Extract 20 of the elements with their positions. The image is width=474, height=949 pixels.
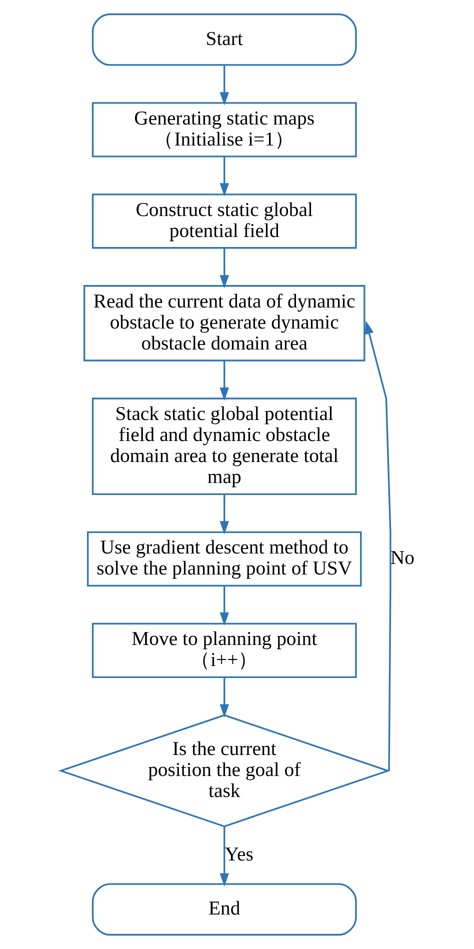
arrow bbox=[219, 677, 228, 718]
node-box: Start bbox=[91, 13, 356, 66]
node-box: Use gradient descent method to solve the planning point of USV bbox=[86, 531, 362, 587]
arrow bbox=[364, 320, 391, 771]
node-box: End bbox=[91, 883, 356, 936]
arrow bbox=[219, 826, 228, 887]
node-diamond: Is the current position the goal of task bbox=[58, 714, 390, 828]
arrow bbox=[219, 248, 228, 288]
node-box: Read the current data of dynamic obstacle to generate dynamic obstacle domain area bbox=[82, 285, 365, 362]
arrow bbox=[219, 360, 228, 401]
arrow bbox=[219, 156, 228, 196]
node-box: Construct static global potential field bbox=[91, 194, 356, 249]
arrow bbox=[219, 494, 228, 534]
node-box: Generating static maps （Initialise i=1） bbox=[91, 102, 356, 158]
node-box: Move to planning point （i++） bbox=[91, 622, 356, 678]
arrow bbox=[219, 65, 228, 106]
arrow bbox=[219, 586, 228, 626]
edge-label: Yes bbox=[224, 843, 253, 866]
node-box: Stack static global potential field and dynamic obstacle domain area to generate total map bbox=[91, 398, 356, 496]
edge-label: No bbox=[390, 547, 414, 570]
